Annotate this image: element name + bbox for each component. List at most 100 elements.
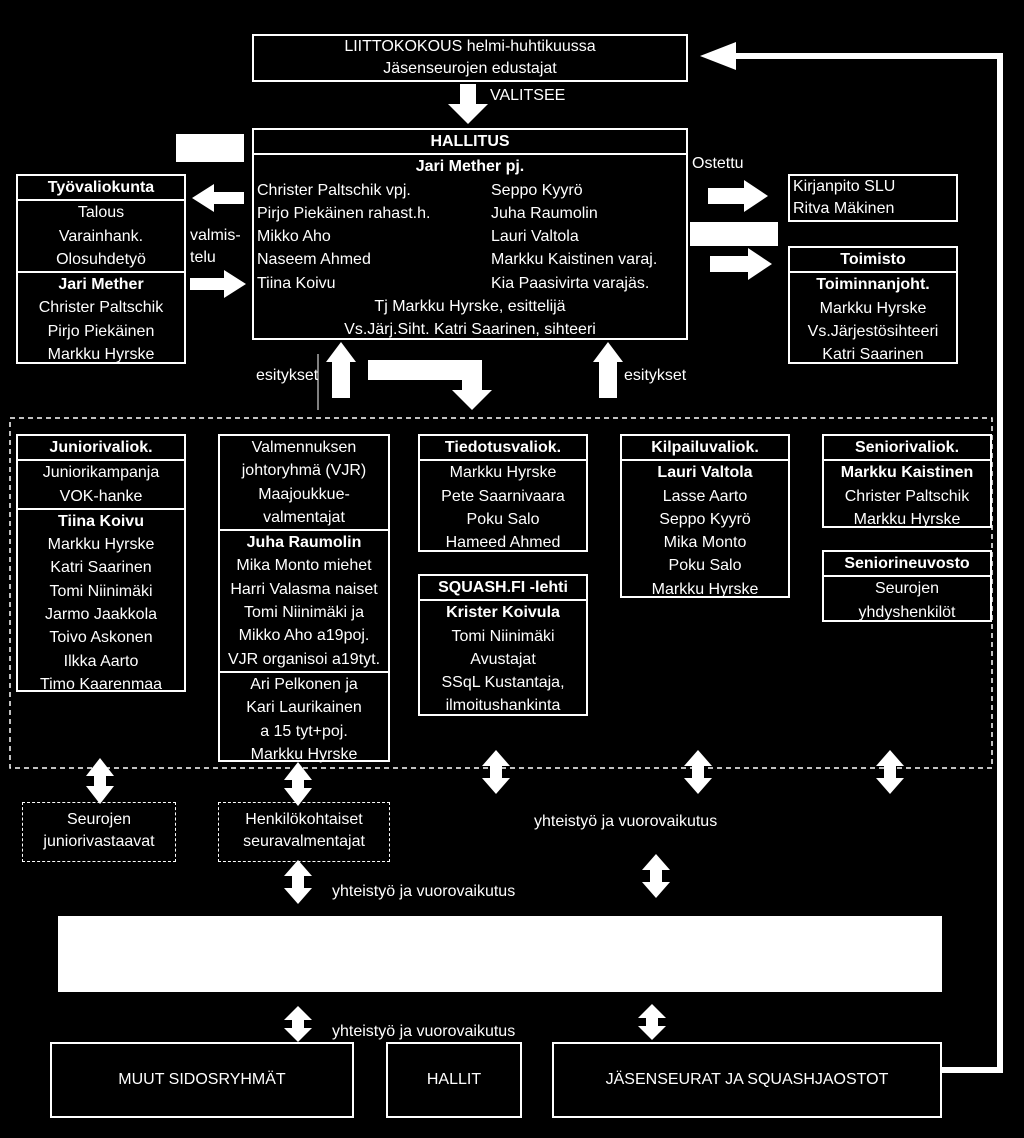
hallitus-member: Markku Kaistinen varaj. [491,251,658,269]
arrow-valmistelu-to-hallitus [190,270,246,298]
vjr-lead: Juha Raumolin [220,529,388,554]
vjr-member: VJR organisoi a19tyt. [227,650,381,668]
vjr-member: Tomi Niinimäki ja [243,604,365,622]
seniorineuvosto-box: Seniorineuvosto Seurojen yhdyshenkilöt [822,550,992,622]
vjr-item: Valmennuksen [251,439,357,456]
lehti-title: SQUASH.FI -lehti [420,576,586,602]
lehti-box: SQUASH.FI -lehti Krister Koivula Tomi Ni… [418,574,588,716]
juniori-member: Ilkka Aarto [63,652,139,670]
committees-container [9,417,993,769]
cooperation-label-2: yhteistyö ja vuorovaikutus [332,883,516,900]
double-arrow-2 [284,762,312,806]
double-arrow-5 [876,750,904,794]
juniori-member: Timo Kaarenmaa [39,675,163,693]
senior-member: Markku Hyrske [853,510,961,528]
seurojen-junior-line: juniorivastaavat [43,833,155,850]
kilpailu-box: Kilpailuvaliok. Lauri Valtola Lasse Aart… [620,434,790,598]
senior-member: Christer Paltschik [844,487,970,505]
lehti-member: Avustajat [470,650,536,668]
vjr-box: Valmennuksen johtoryhmä (VJR) Maajoukkue… [218,434,390,763]
arrow-to-kirjanpito [708,180,768,212]
lehti-member: SSqL Kustantaja, [441,674,565,692]
hallitus-chair: Jari Mether pj. [415,158,525,176]
double-arrow-7 [642,854,670,898]
lehti-lead: Krister Koivula [446,604,560,622]
jasenseurat-label: JÄSENSEURAT JA SQUASHJAOSTOT [605,1071,889,1088]
kirjanpito-line: Kirjanpito SLU [793,178,896,195]
juniori-title: Juniorivaliok. [18,436,184,462]
hallitus-member: Christer Paltschik vpj. [257,181,411,199]
vjr-member: Mikko Aho a19poj. [238,627,370,645]
hallit-label: HALLIT [426,1071,482,1088]
juniori-item: VOK-hanke [59,487,143,505]
toimisto-member: Vs.Järjestösihteeri [807,322,939,340]
double-arrow-1 [86,758,114,804]
kilpailu-member: Markku Hyrske [651,580,759,598]
kilpailu-title: Kilpailuvaliok. [622,436,788,462]
vjr-member: Mika Monto miehet [236,557,372,575]
vjr-item: Maajoukkue- [258,485,350,503]
senior-title: Seniorivaliok. [824,436,990,462]
seurojen-junior-line: Seurojen [66,811,132,828]
hallitus-member: Tiina Koivu [257,274,336,292]
white-block-left [176,134,244,162]
hallitus-box: HALLITUS Jari Mether pj. Christer Paltsc… [252,128,688,340]
valitsee-label: VALITSEE [490,87,566,104]
cooperation-label-3: yhteistyö ja vuorovaikutus [332,1023,516,1040]
arrow-hallitus-to-committees [368,342,492,410]
hallitus-member: Seppo Kyyrö [491,181,583,199]
juniori-member: Jarmo Jaakkola [44,606,158,624]
juniori-member: Markku Hyrske [47,536,155,554]
tiedotus-box: Tiedotusvaliok. Markku Hyrske Pete Saarn… [418,434,588,552]
tyovaliokunta-item: Varainhank. [58,227,144,245]
hallitus-member: Naseem Ahmed [257,251,371,269]
double-arrow-9 [638,1004,666,1040]
esitykset-up-arrow-right [593,342,623,398]
vjr-item: johtoryhmä (VJR) [241,462,367,480]
hallitus-footer: Tj Markku Hyrske, esittelijä [374,298,566,316]
kirjanpito-box: Kirjanpito SLU Ritva Mäkinen [788,174,958,222]
vjr-member: Ari Pelkonen ja [220,670,388,696]
esitykset-label-right: esitykset [624,367,687,384]
liittokokous-subtitle: Jäsenseurojen edustajat [383,60,557,77]
senior-box: Seniorivaliok. Markku Kaistinen Christer… [822,434,992,528]
double-arrows [86,750,904,1042]
henkilokohtaiset-line: Henkilökohtaiset [245,811,363,828]
hallitus-right-col: Seppo Kyyrö Juha Raumolin Lauri Valtola … [491,179,681,295]
vjr-member: a 15 tyt+poj. [260,722,348,740]
senior-lead: Markku Kaistinen [840,464,974,482]
juniori-box: Juniorivaliok. Juniorikampanja VOK-hanke… [16,434,186,693]
hallitus-member: Lauri Valtola [491,228,579,246]
liittokokous-title: LIITTOKOKOUS helmi-huhtikuussa [344,38,596,55]
kilpailu-member: Mika Monto [663,534,747,552]
ostettu-label: Ostettu [692,155,744,172]
henkilokohtaiset-box: Henkilökohtaiset seuravalmentajat [218,802,390,862]
tyovaliokunta-member: Christer Paltschik [38,299,164,317]
juniori-member: Toivo Askonen [49,629,153,647]
kilpailu-member: Poku Salo [668,557,742,575]
valitsee-arrow [448,84,488,124]
hallitus-title: HALLITUS [254,130,686,156]
juniori-item: Juniorikampanja [42,464,160,482]
arrow-to-toimisto [710,248,772,280]
esitykset-up-arrow-left [326,342,356,398]
juniori-member: Tomi Niinimäki [49,582,153,600]
seurojen-juniorivastaavat-box: Seurojen juniorivastaavat [22,802,176,862]
white-block-right [690,222,778,246]
tyovaliokunta-member: Pirjo Piekäinen [47,322,155,340]
feedback-loop-arrowhead [700,42,736,70]
valmistelu-label-2: telu [190,249,216,266]
double-arrow-6 [284,860,312,904]
white-banner [58,916,942,992]
toimisto-box: Toimisto Toiminnanjoht. Markku Hyrske Vs… [788,246,958,364]
hallitus-member: Kia Paasivirta varajäs. [491,274,650,292]
tyovaliokunta-box: Työvaliokunta Talous Varainhank. Olosuhd… [16,174,186,364]
hallitus-footer: Vs.Järj.Siht. Katri Saarinen, sihteeri [344,321,596,339]
tyovaliokunta-item: Talous [77,204,125,222]
vjr-member: Harri Valasma naiset [230,580,378,598]
vjr-member: Markku Hyrske [250,745,358,763]
tyovaliokunta-lead: Jari Mether [18,271,184,296]
kirjanpito-line: Ritva Mäkinen [793,200,895,217]
toimisto-lead: Toiminnanjoht. [816,276,930,294]
